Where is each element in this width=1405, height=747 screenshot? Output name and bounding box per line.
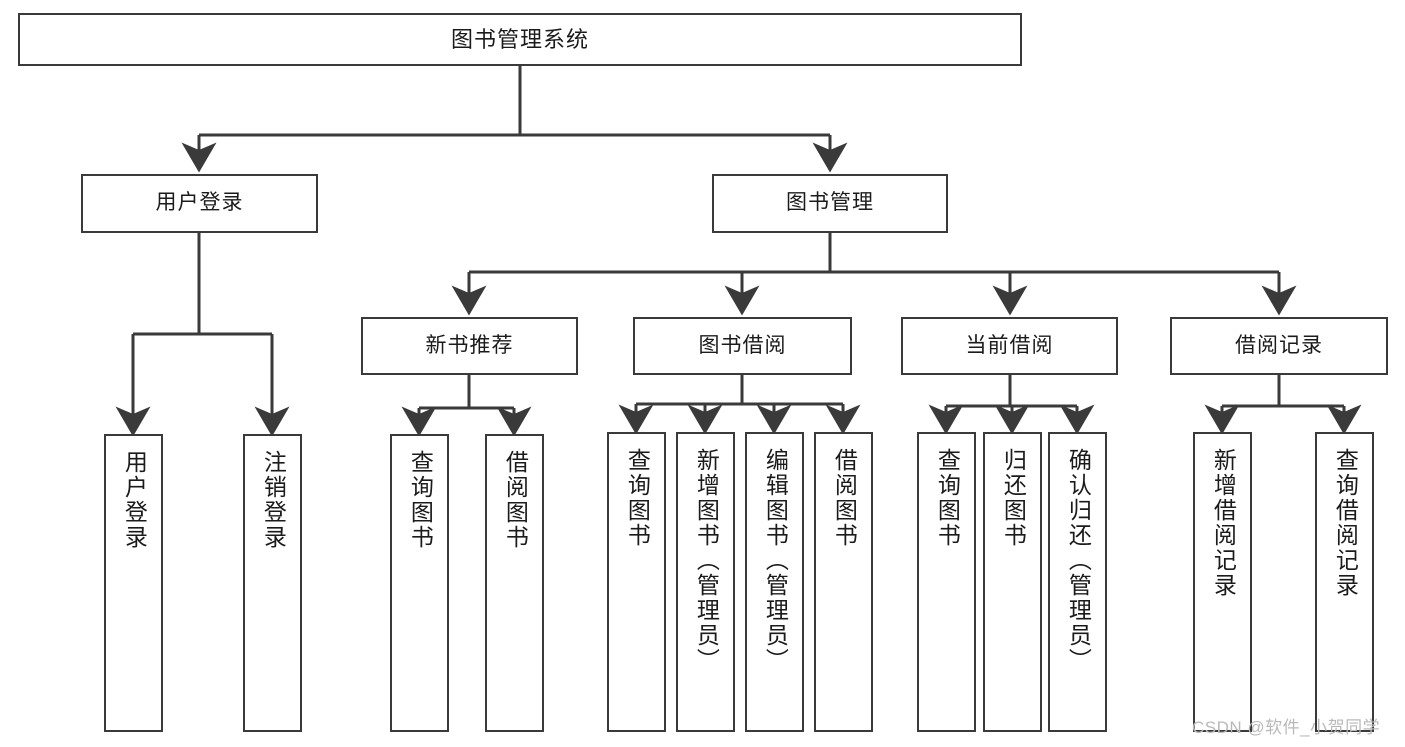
- node-label: 归还图书: [1000, 448, 1027, 548]
- node-label: 查询图书: [407, 450, 434, 550]
- node-label: 借阅记录: [1235, 333, 1323, 357]
- node-label: 查询图书: [934, 448, 961, 548]
- leaf-query-book-recommend[interactable]: 查询图书: [390, 434, 449, 732]
- csdn-watermark: CSDN @软件_小贺同学: [1192, 718, 1381, 737]
- leaf-return-book[interactable]: 归还图书: [983, 432, 1042, 732]
- node-label: 借阅图书: [502, 450, 529, 550]
- leaf-confirm-return[interactable]: 确认归还（管理员）: [1048, 432, 1107, 732]
- node-label: 图书借阅: [698, 333, 787, 357]
- node-label: 新增图书（管理员）: [693, 448, 720, 673]
- node-root-system[interactable]: 图书管理系统: [18, 13, 1022, 66]
- leaf-logout-login[interactable]: 注销登录: [243, 434, 302, 732]
- leaf-borrow-book-recommend[interactable]: 借阅图书: [485, 434, 544, 732]
- node-book-borrow[interactable]: 图书借阅: [633, 317, 852, 375]
- leaf-user-login[interactable]: 用户登录: [104, 434, 163, 732]
- node-label: 查询图书: [624, 448, 651, 548]
- leaf-query-book-current[interactable]: 查询图书: [917, 432, 976, 732]
- leaf-borrow-book[interactable]: 借阅图书: [814, 432, 873, 732]
- node-label: 注销登录: [260, 450, 287, 550]
- node-label: 确认归还（管理员）: [1065, 448, 1092, 673]
- leaf-add-book[interactable]: 新增图书（管理员）: [676, 432, 735, 732]
- node-label: 图书管理: [786, 191, 874, 215]
- node-current-borrow[interactable]: 当前借阅: [901, 317, 1118, 375]
- leaf-query-book-borrow[interactable]: 查询图书: [607, 432, 666, 732]
- node-label: 图书管理系统: [450, 26, 589, 52]
- leaf-query-borrow-record[interactable]: 查询借阅记录: [1315, 432, 1374, 732]
- node-label: 借阅图书: [831, 448, 858, 548]
- node-label: 用户登录: [155, 191, 244, 215]
- leaf-edit-book[interactable]: 编辑图书（管理员）: [745, 432, 804, 732]
- node-book-management[interactable]: 图书管理: [712, 174, 948, 233]
- node-label: 用户登录: [121, 450, 148, 550]
- node-new-book-recommend[interactable]: 新书推荐: [361, 317, 578, 375]
- node-user-login[interactable]: 用户登录: [81, 174, 318, 233]
- node-label: 当前借阅: [965, 333, 1054, 357]
- node-label: 新增借阅记录: [1210, 448, 1237, 598]
- node-label: 查询借阅记录: [1332, 448, 1359, 598]
- leaf-add-borrow-record[interactable]: 新增借阅记录: [1193, 432, 1252, 732]
- node-label: 新书推荐: [425, 333, 514, 357]
- node-label: 编辑图书（管理员）: [762, 448, 789, 673]
- node-borrow-record[interactable]: 借阅记录: [1170, 317, 1388, 375]
